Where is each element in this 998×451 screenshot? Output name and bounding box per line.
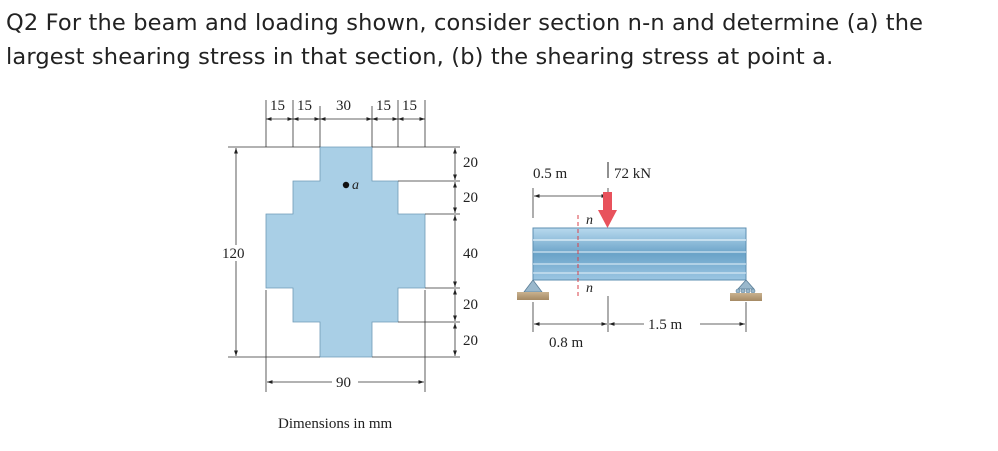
point-a-marker	[342, 181, 350, 189]
left-pin-support	[517, 279, 549, 300]
top-dim-2: 15	[297, 98, 312, 114]
top-dim-5: 15	[402, 98, 417, 114]
right-dim-5: 20	[463, 333, 478, 349]
right-span-label: 1.5 m	[648, 317, 683, 333]
right-roller-support	[730, 279, 762, 301]
beam-diagram: 0.5 m 72 kN n n	[517, 162, 762, 351]
beam-body	[532, 227, 747, 281]
width-dim-label: 90	[336, 375, 351, 391]
left-span-label: 0.8 m	[549, 335, 584, 351]
right-dim-4: 20	[463, 297, 478, 313]
height-dim-label: 120	[222, 246, 245, 262]
top-dim-1: 15	[270, 98, 285, 114]
question-text: Q2 For the beam and loading shown, consi…	[6, 10, 924, 70]
load-label: 72 kN	[614, 166, 651, 182]
cross-section: a 15 15 30 15 15 120	[222, 98, 478, 432]
beam-top-dim-label: 0.5 m	[533, 166, 568, 182]
dimensions-caption: Dimensions in mm	[278, 416, 393, 432]
top-dim-3: 30	[336, 98, 351, 114]
load-arrow	[598, 192, 617, 228]
section-label-bottom: n	[586, 281, 593, 296]
cross-section-shape	[265, 146, 426, 358]
point-a-label: a	[352, 178, 359, 193]
right-dim-3: 40	[463, 246, 478, 262]
section-label-top: n	[586, 213, 593, 228]
right-dim-2: 20	[463, 190, 478, 206]
right-dim-1: 20	[463, 155, 478, 171]
top-dim-4: 15	[376, 98, 391, 114]
